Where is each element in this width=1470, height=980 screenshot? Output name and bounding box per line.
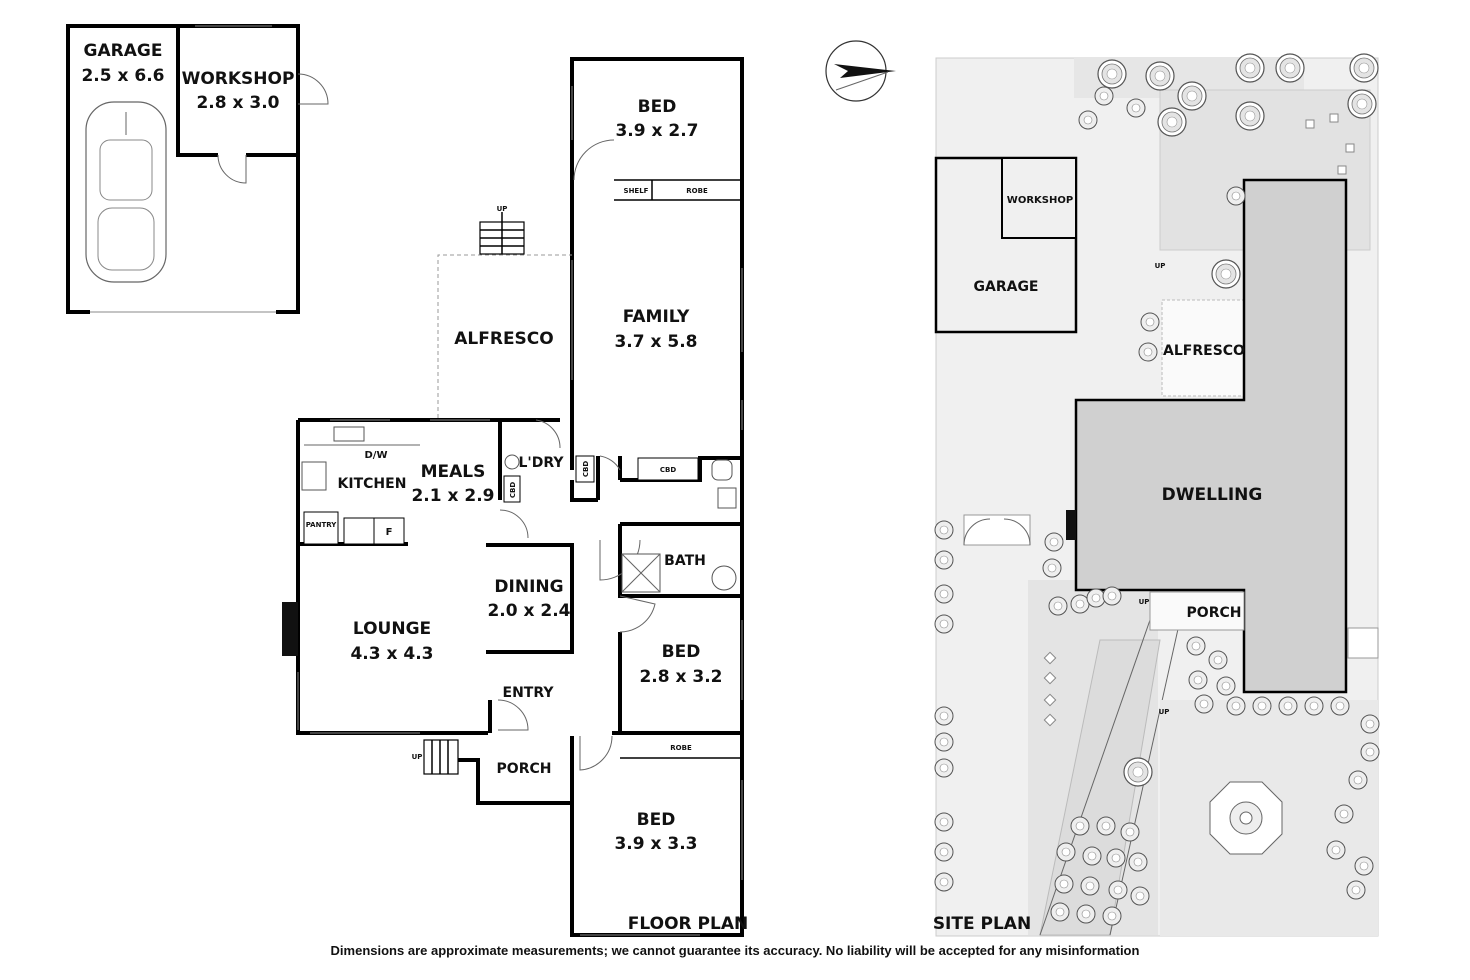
cooktop-icon xyxy=(301,461,327,491)
fireplace-icon xyxy=(282,602,298,656)
alfresco-label: ALFRESCO xyxy=(454,329,553,349)
bed2-label: BED xyxy=(662,642,701,662)
toilet-icon xyxy=(711,459,733,481)
car-icon xyxy=(85,101,167,283)
garage-building xyxy=(66,24,329,314)
dining-size: 2.0 x 2.4 xyxy=(487,601,570,621)
site-plan-title: SITE PLAN xyxy=(933,914,1031,934)
site-up-label-2: UP xyxy=(1139,598,1150,606)
workshop-size: 2.8 x 3.0 xyxy=(196,93,279,113)
north-arrow-icon xyxy=(825,40,896,102)
dining-label: DINING xyxy=(494,577,563,597)
lounge-label: LOUNGE xyxy=(353,619,431,639)
floor-plan-labels: GARAGE 2.5 x 6.6 WORKSHOP 2.8 x 3.0 BED … xyxy=(81,41,748,934)
house-walls xyxy=(282,57,744,937)
workshop-label: WORKSHOP xyxy=(182,69,295,89)
lounge-size: 4.3 x 4.3 xyxy=(350,644,433,664)
cbd2-label: CBD xyxy=(582,461,590,477)
floor-plan: GARAGE 2.5 x 6.6 WORKSHOP 2.8 x 3.0 BED … xyxy=(66,24,748,937)
kitchen-label: KITCHEN xyxy=(338,476,407,492)
shelf-label: SHELF xyxy=(624,187,649,195)
site-up-label-1: UP xyxy=(1155,262,1166,270)
bed1-size: 3.9 x 2.7 xyxy=(615,121,698,141)
site-garage-label: GARAGE xyxy=(974,279,1039,295)
bath-label: BATH xyxy=(664,553,706,569)
garage-size: 2.5 x 6.6 xyxy=(81,66,164,86)
bed1-label: BED xyxy=(638,97,677,117)
meals-label: MEALS xyxy=(421,462,486,482)
stairs-alfresco xyxy=(479,212,525,255)
stairs-porch xyxy=(423,739,459,775)
robe2-label: ROBE xyxy=(670,744,692,752)
pantry-label: PANTRY xyxy=(306,521,338,529)
site-alfresco-label: ALFRESCO xyxy=(1163,343,1245,359)
bed2-size: 2.8 x 3.2 xyxy=(639,667,722,687)
meals-size: 2.1 x 2.9 xyxy=(411,486,494,506)
site-dwelling xyxy=(1074,178,1348,694)
laundry-label: L'DRY xyxy=(519,455,565,471)
site-workshop xyxy=(1001,157,1077,239)
floor-plan-title: FLOOR PLAN xyxy=(628,914,748,934)
dw-label: D/W xyxy=(365,450,388,461)
family-label: FAMILY xyxy=(623,307,690,327)
cbd3-label: CBD xyxy=(660,466,676,474)
garage-label: GARAGE xyxy=(84,41,163,61)
up-label-alfresco: UP xyxy=(497,205,508,213)
porch-label: PORCH xyxy=(497,761,552,777)
entry-label: ENTRY xyxy=(503,685,555,701)
disclaimer-text: Dimensions are approximate measurements;… xyxy=(330,943,1140,958)
bed3-label: BED xyxy=(637,810,676,830)
up-label-porch: UP xyxy=(412,753,423,761)
site-porch-label: PORCH xyxy=(1187,605,1242,621)
site-plan: WORKSHOP GARAGE ALFRESCO DWELLING PORCH … xyxy=(933,53,1380,937)
site-dwelling-label: DWELLING xyxy=(1162,485,1263,505)
robe1-label: ROBE xyxy=(686,187,708,195)
family-size: 3.7 x 5.8 xyxy=(614,332,697,352)
site-workshop-label: WORKSHOP xyxy=(1007,195,1073,206)
sink-icon xyxy=(333,426,365,442)
cbd1-label: CBD xyxy=(509,482,517,498)
fridge-label: F xyxy=(386,527,393,538)
bed3-size: 3.9 x 3.3 xyxy=(614,834,697,854)
bath-icon xyxy=(711,565,737,591)
outdoor-setting-icon xyxy=(1209,781,1283,855)
plans-canvas: GARAGE 2.5 x 6.6 WORKSHOP 2.8 x 3.0 BED … xyxy=(66,24,1380,937)
site-up-label-3: UP xyxy=(1159,708,1170,716)
vanity-icon xyxy=(717,487,737,509)
